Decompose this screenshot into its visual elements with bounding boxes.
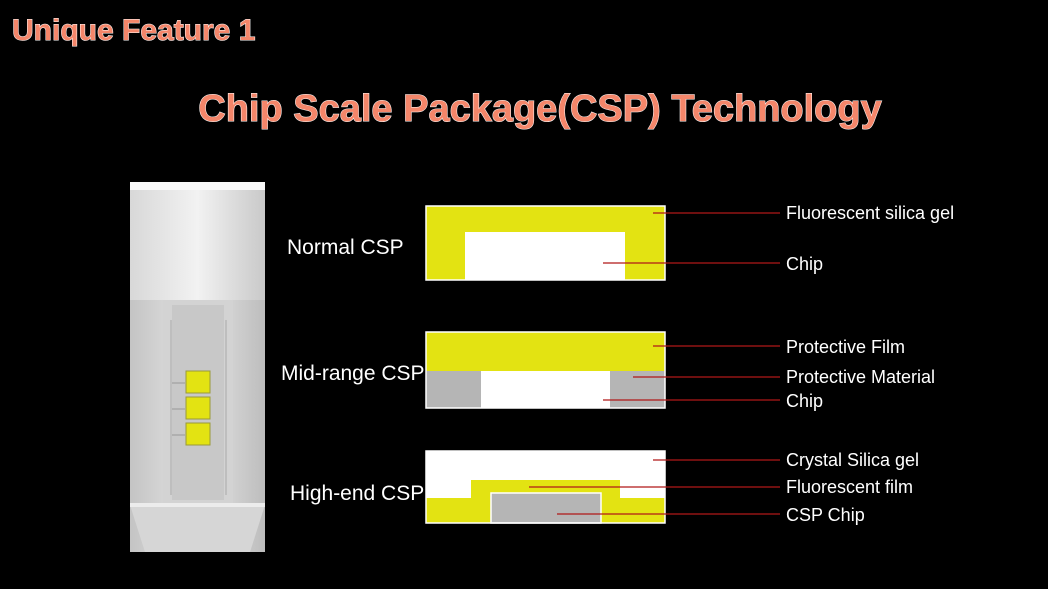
callout-fluorescent-film: Fluorescent film <box>786 477 914 497</box>
callout-csp-chip: CSP Chip <box>786 505 865 525</box>
high-end-csp-label: High-end CSP <box>290 482 425 505</box>
main-title: Chip Scale Package(CSP) Technology <box>198 88 882 131</box>
mid-range-csp-diagram <box>425 331 666 409</box>
normal-csp-label: Normal CSP <box>287 236 404 259</box>
callout-chip: Chip <box>786 391 824 411</box>
mid-range-csp-label: Mid-range CSP <box>281 362 425 385</box>
led-bulb-image <box>130 182 265 552</box>
callout-protective-material: Protective Material <box>786 367 936 387</box>
led-chip <box>185 370 211 394</box>
callout-chip: Chip <box>786 254 824 274</box>
feature-title: Unique Feature 1 <box>11 14 256 48</box>
led-chip <box>185 396 211 420</box>
leader-lines <box>529 212 780 515</box>
callout-crystal-silica-gel: Crystal Silica gel <box>786 450 920 470</box>
led-chip <box>185 422 211 446</box>
callout-protective-film: Protective Film <box>786 337 906 357</box>
callout-fluorescent-silica-gel: Fluorescent silica gel <box>786 203 955 223</box>
normal-csp-diagram <box>425 205 666 281</box>
